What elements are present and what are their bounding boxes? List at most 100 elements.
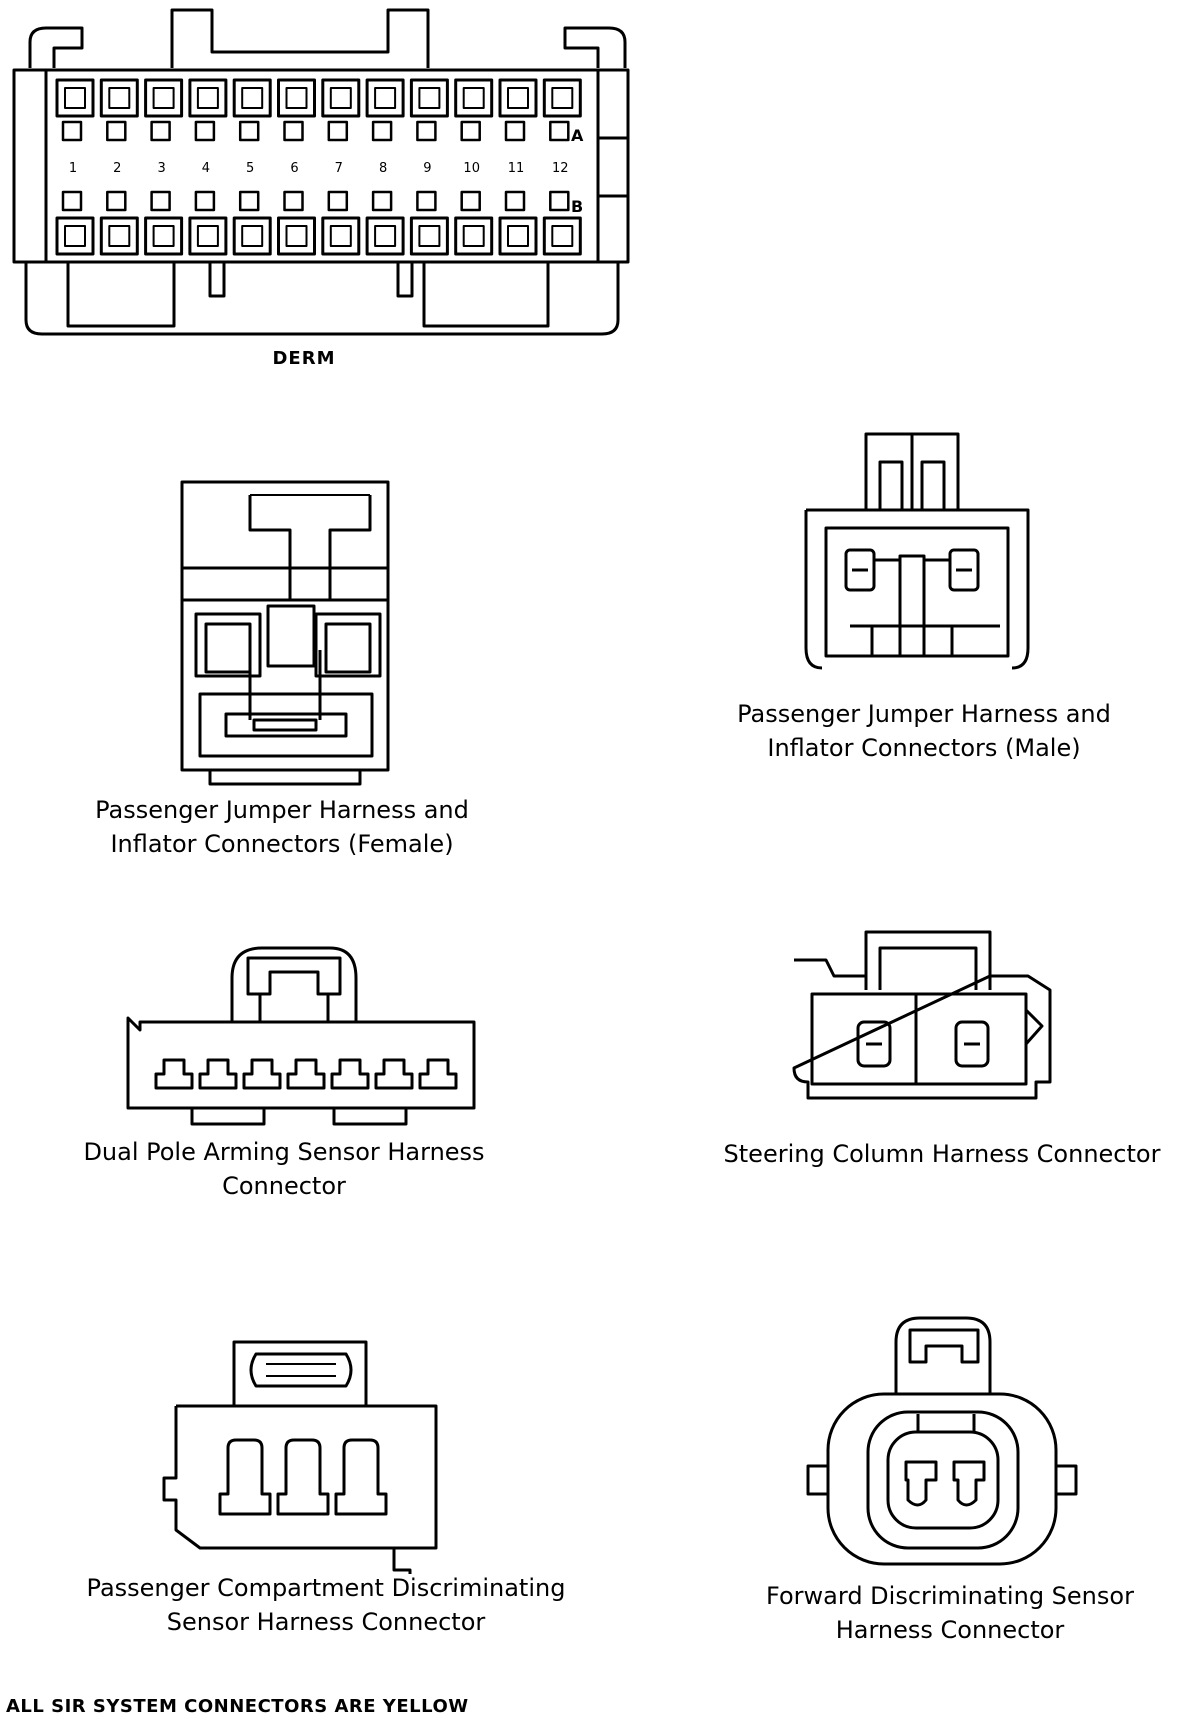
passenger-compartment-caption-line1: Passenger Compartment Discriminating [87,1574,566,1602]
derm-pin-number: 1 [69,161,77,176]
derm-cavity-a [238,120,260,142]
derm-top-latch [170,8,430,68]
derm-cavity-b [283,190,304,212]
derm-cavity-b [150,190,171,212]
male-body [804,508,1030,670]
derm-pin-number: 11 [508,161,525,176]
passenger-compartment-connector [162,1340,438,1574]
passenger-male-connector [804,432,1030,670]
forward-latch [894,1316,992,1394]
dual-pole-body [126,1016,476,1110]
compartment-pin [334,1438,388,1516]
derm-pin-number: 3 [157,161,165,176]
passenger-male-caption-line2: Inflator Connectors (Male) [767,734,1080,762]
compartment-pins [218,1438,388,1516]
derm-cavity-a [150,120,171,142]
forward-body [826,1392,1058,1566]
dual-pole-pin [374,1058,414,1090]
derm-terminal-a [365,78,405,118]
derm-terminal-a [232,78,272,118]
dual-pole-caption-line2: Connector [222,1172,346,1200]
derm-terminal-a [498,78,538,118]
derm-pin-number: 2 [113,161,121,176]
forward-discriminating-caption-line2: Harness Connector [836,1616,1065,1644]
female-body [180,480,390,772]
derm-pin-number: 6 [290,161,298,176]
derm-row-b-label: B [571,197,583,216]
derm-terminal-b [454,216,494,256]
derm-pin-number: 10 [463,161,480,176]
derm-terminal-a [277,78,316,118]
dual-pole-pin [198,1058,238,1090]
derm-terminal-b [99,216,139,256]
derm-cavity-a [460,120,481,142]
derm-cavity-b [238,190,260,212]
dual-pole-pin [242,1058,282,1090]
derm-terminal-b [365,216,405,256]
dual-pole-latch [230,946,358,1022]
derm-cavity-a [504,120,526,142]
dual-pole-pin [286,1058,326,1090]
derm-terminal-a [454,78,494,118]
derm-terminal-b [321,216,361,256]
derm-cavity-b [549,190,570,212]
passenger-female-caption-line1: Passenger Jumper Harness and [95,796,469,824]
compartment-pin [218,1438,272,1516]
forward-discriminating-connector [806,1316,1078,1566]
derm-pin-number: 4 [202,161,210,176]
derm-pin-number: 8 [379,161,387,176]
derm-pin-number: 7 [335,161,343,176]
dual-pole-pins [154,1058,458,1090]
compartment-pin [276,1438,330,1516]
derm-cavity-a [327,120,349,142]
dual-pole-connector [126,946,476,1126]
derm-terminal-b [144,216,184,256]
derm-terminal-b [232,216,272,256]
derm-pin-number: 12 [552,161,569,176]
derm-cavity-a [61,120,83,142]
passenger-compartment-caption-line2: Sensor Harness Connector [167,1608,486,1636]
dual-pole-caption-line1: Dual Pole Arming Sensor Harness [83,1138,484,1166]
derm-cavity-b [504,190,526,212]
steering-latch [864,930,992,990]
derm-terminal-a [55,78,95,118]
derm-terminal-b [188,216,228,256]
derm-cavity-a [283,120,304,142]
passenger-female-caption-line2: Inflator Connectors (Female) [110,830,453,858]
derm-cavity-b [106,190,127,212]
steering-column-connector [792,930,1052,1100]
derm-terminal-a [144,78,184,118]
compartment-latch [232,1340,368,1406]
derm-terminal-b [542,216,582,256]
steering-body [792,958,1052,1100]
derm-cavity-a [416,120,437,142]
derm-terminal-a [321,78,361,118]
derm-skirt [24,262,620,336]
derm-cavity-b [371,190,393,212]
derm-cavity-a [194,120,216,142]
dual-pole-pin [330,1058,370,1090]
derm-terminal-a [99,78,139,118]
derm-terminal-b [277,216,316,256]
derm-cavity-a [371,120,393,142]
passenger-male-caption-line1: Passenger Jumper Harness and [737,700,1111,728]
dual-pole-pin [154,1058,194,1090]
steering-column-caption: Steering Column Harness Connector [724,1140,1161,1168]
derm-terminal-a [409,78,449,118]
derm-cavity-a [549,120,570,142]
derm-terminal-b [55,216,95,256]
derm-cavity-b [460,190,481,212]
dual-pole-pin [418,1058,458,1090]
derm-cavity-b [61,190,83,212]
derm-terminal-a [188,78,228,118]
derm-terminal-b [409,216,449,256]
derm-pin-number: 9 [423,161,431,176]
forward-discriminating-caption-line1: Forward Discriminating Sensor [766,1582,1134,1610]
derm-terminals [55,78,582,256]
derm-cavity-b [327,190,349,212]
compartment-body [162,1404,438,1574]
derm-cavity-b [416,190,437,212]
